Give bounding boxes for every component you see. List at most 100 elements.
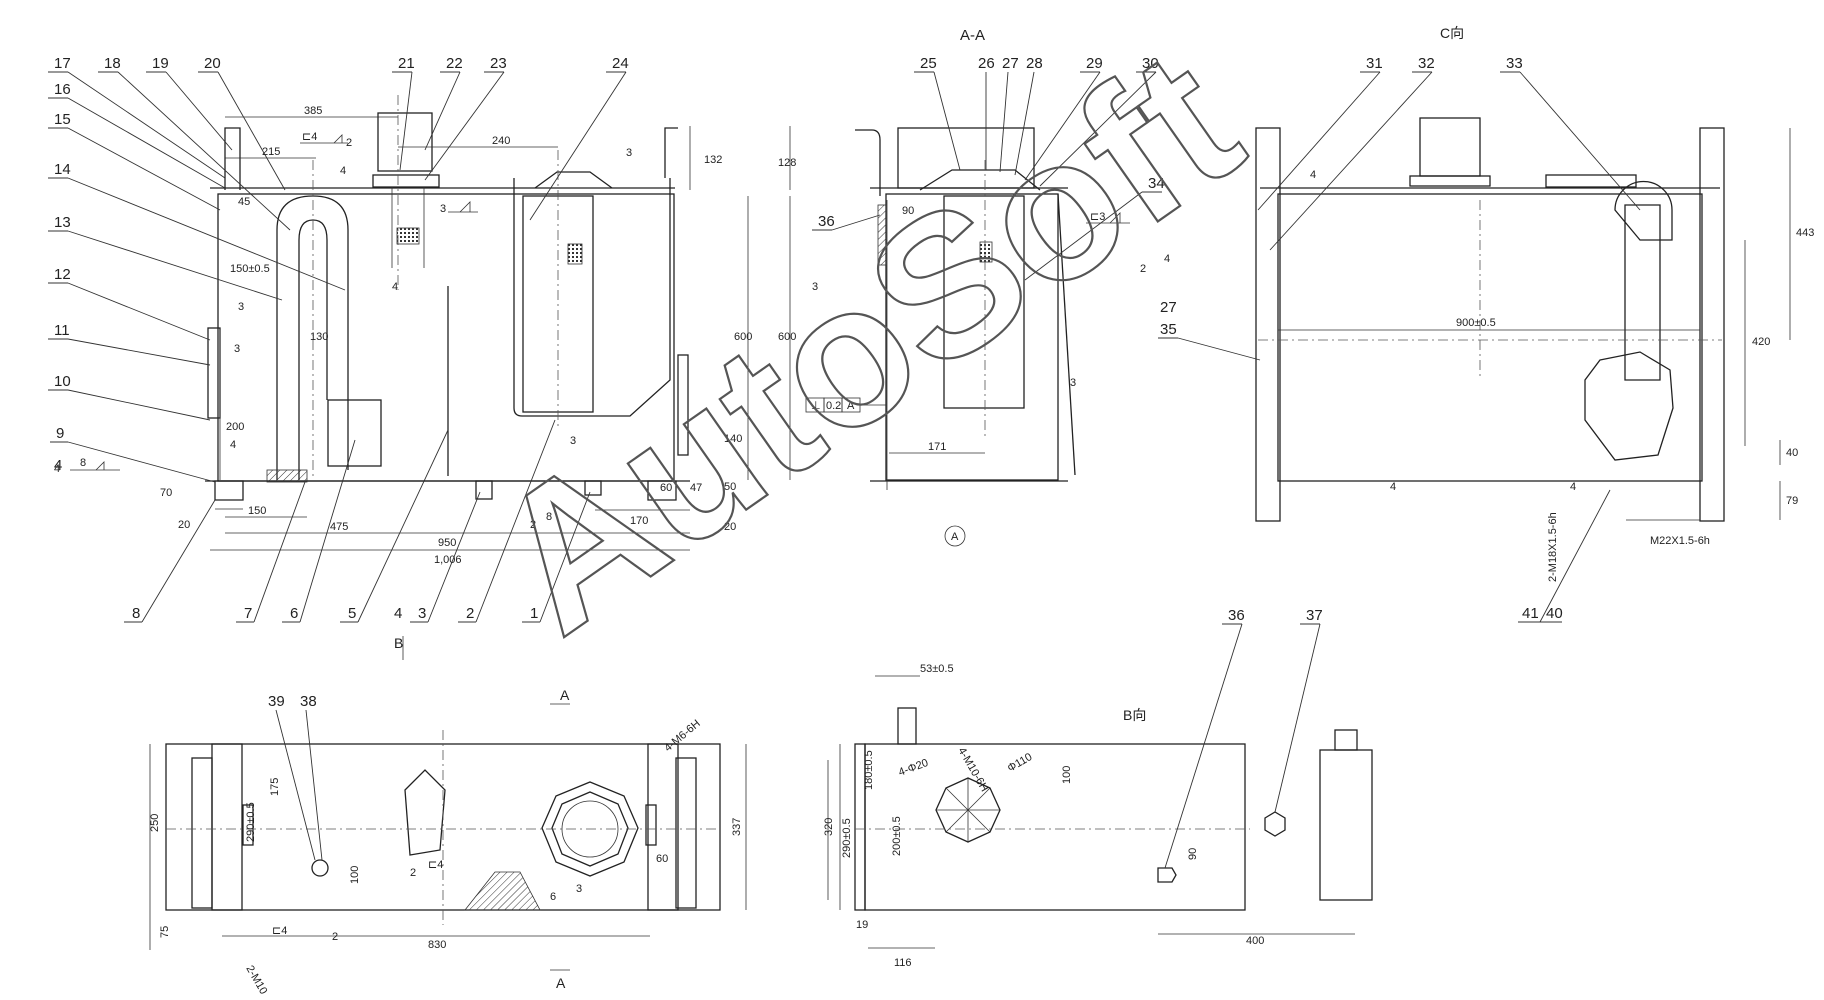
weld-symbols: ⊏4 2 4 3 4 3 3 4 4 8 3 2 8 3 ⊏3 3 3 4 2 … <box>54 131 1576 943</box>
section-dimensions: 128 90 600 171 ⊥ 0.2 A <box>778 157 946 453</box>
callout-19: 19 <box>152 55 169 72</box>
weld-3-plan: 3 <box>576 883 582 895</box>
callout-22: 22 <box>446 55 463 72</box>
weld-4-c-bottom: 4 <box>1390 481 1396 493</box>
callout-8: 8 <box>132 605 140 622</box>
callout-10: 10 <box>54 373 71 390</box>
view-b-dimensions: 53±0.5 180±0.5 4-Φ20 4-M10-6H Φ110 100 3… <box>823 663 1264 969</box>
dim-200-b: 200±0.5 <box>891 816 903 856</box>
dim-240: 240 <box>492 135 510 147</box>
callout-labels: 1 2 3 4 5 6 7 8 9 4 10 11 12 13 14 15 16… <box>48 55 1641 869</box>
weld-2-plan-b: 2 <box>410 867 416 879</box>
dim-900: 900±0.5 <box>1456 317 1496 329</box>
dim-40: 40 <box>1786 447 1798 459</box>
view-c-title: C向 <box>1440 25 1464 41</box>
dim-53: 53±0.5 <box>920 663 954 675</box>
callout-27b: 27 <box>1160 299 1177 316</box>
dim-171: 171 <box>928 441 946 453</box>
view-b <box>827 675 1373 949</box>
dim-50: 50 <box>724 481 736 493</box>
callout-13: 13 <box>54 214 71 231</box>
callout-18: 18 <box>104 55 121 72</box>
cut-mark-b: B <box>394 635 403 651</box>
dim-290-plan: 290±0.5 <box>245 802 257 842</box>
callout-20: 20 <box>204 55 221 72</box>
thread-m22: M22X1.5-6h <box>1650 535 1710 547</box>
thread-m10-b: 4-M10-6H <box>955 746 990 794</box>
dim-phi20: 4-Φ20 <box>897 757 930 779</box>
callout-3: 3 <box>418 605 426 622</box>
callout-21: 21 <box>398 55 415 72</box>
dim-385: 385 <box>304 105 322 117</box>
callout-36b: 36 <box>1228 607 1245 624</box>
weld-c4-plan-b: ⊏4 <box>428 859 443 871</box>
weld-8-front: 8 <box>546 511 552 523</box>
dim-180: 180±0.5 <box>863 750 875 790</box>
dim-320: 320 <box>823 818 835 836</box>
dim-45: 45 <box>238 196 250 208</box>
callout-16: 16 <box>54 81 71 98</box>
callout-4b: 4 <box>54 457 62 474</box>
weld-6-plan: 6 <box>550 891 556 903</box>
callout-35: 35 <box>1160 321 1177 338</box>
tolerance-datum: A <box>847 400 855 412</box>
weld-2-c-view: 2 <box>1140 263 1146 275</box>
weld-4-top: 4 <box>340 165 346 177</box>
dim-20b: 20 <box>724 521 736 533</box>
weld-4-c-view: 4 <box>1310 169 1316 181</box>
dim-100-plan: 100 <box>349 866 361 884</box>
weld-4-c-view-b: 4 <box>1164 253 1170 265</box>
callout-28: 28 <box>1026 55 1043 72</box>
dim-20a: 20 <box>178 519 190 531</box>
callout-2: 2 <box>466 605 474 622</box>
weld-3-section-b: 3 <box>1070 377 1076 389</box>
weld-2-top: 2 <box>346 137 352 149</box>
dim-600-section: 600 <box>778 331 796 343</box>
weld-3-e: 3 <box>626 147 632 159</box>
weld-c4-top: ⊏4 <box>302 131 317 143</box>
callout-14: 14 <box>54 161 71 178</box>
callout-7: 7 <box>244 605 252 622</box>
weld-3-c: 3 <box>234 343 240 355</box>
callout-34: 34 <box>1148 175 1165 192</box>
dim-200: 200 <box>226 421 244 433</box>
callout-30: 30 <box>1142 55 1159 72</box>
weld-4-c-bottom-b: 4 <box>1570 481 1576 493</box>
callout-23: 23 <box>490 55 507 72</box>
weld-3-section-a: 3 <box>812 281 818 293</box>
callout-5: 5 <box>348 605 356 622</box>
circled-datum-a: A <box>951 531 959 543</box>
callout-29: 29 <box>1086 55 1103 72</box>
dim-60-plan: 60 <box>656 853 668 865</box>
view-b-title: B向 <box>1123 707 1146 723</box>
front-view <box>205 95 749 551</box>
dim-47: 47 <box>690 482 702 494</box>
dim-130: 130 <box>310 331 328 343</box>
view-c <box>1255 117 1791 522</box>
thread-m10-plan: 2-M10 <box>243 964 269 997</box>
cut-mark-a-top: A <box>560 687 570 703</box>
callout-15: 15 <box>54 111 71 128</box>
thread-m6: 4-M6-6H <box>662 718 703 755</box>
weld-3-d: 3 <box>570 435 576 447</box>
dim-132: 132 <box>704 154 722 166</box>
dim-475: 475 <box>330 521 348 533</box>
callout-1: 1 <box>530 605 538 622</box>
callout-27a: 27 <box>1002 55 1019 72</box>
callout-32: 32 <box>1418 55 1435 72</box>
dim-150: 150±0.5 <box>230 263 270 275</box>
callout-12: 12 <box>54 266 71 283</box>
callout-9: 9 <box>56 425 64 442</box>
dim-443: 443 <box>1796 227 1814 239</box>
weld-c3-section: ⊏3 <box>1090 211 1105 223</box>
callout-26: 26 <box>978 55 995 72</box>
dim-950: 950 <box>438 537 456 549</box>
callout-33: 33 <box>1506 55 1523 72</box>
plan-view <box>149 730 747 950</box>
cut-mark-a-bottom: A <box>556 975 566 991</box>
dim-19: 19 <box>856 919 868 931</box>
view-c-dimensions: 900±0.5 443 420 40 79 2-M18X1.5-6h M22X1… <box>1456 227 1814 582</box>
callout-37: 37 <box>1306 607 1323 624</box>
dim-600: 600 <box>734 331 752 343</box>
callout-38: 38 <box>300 693 317 710</box>
